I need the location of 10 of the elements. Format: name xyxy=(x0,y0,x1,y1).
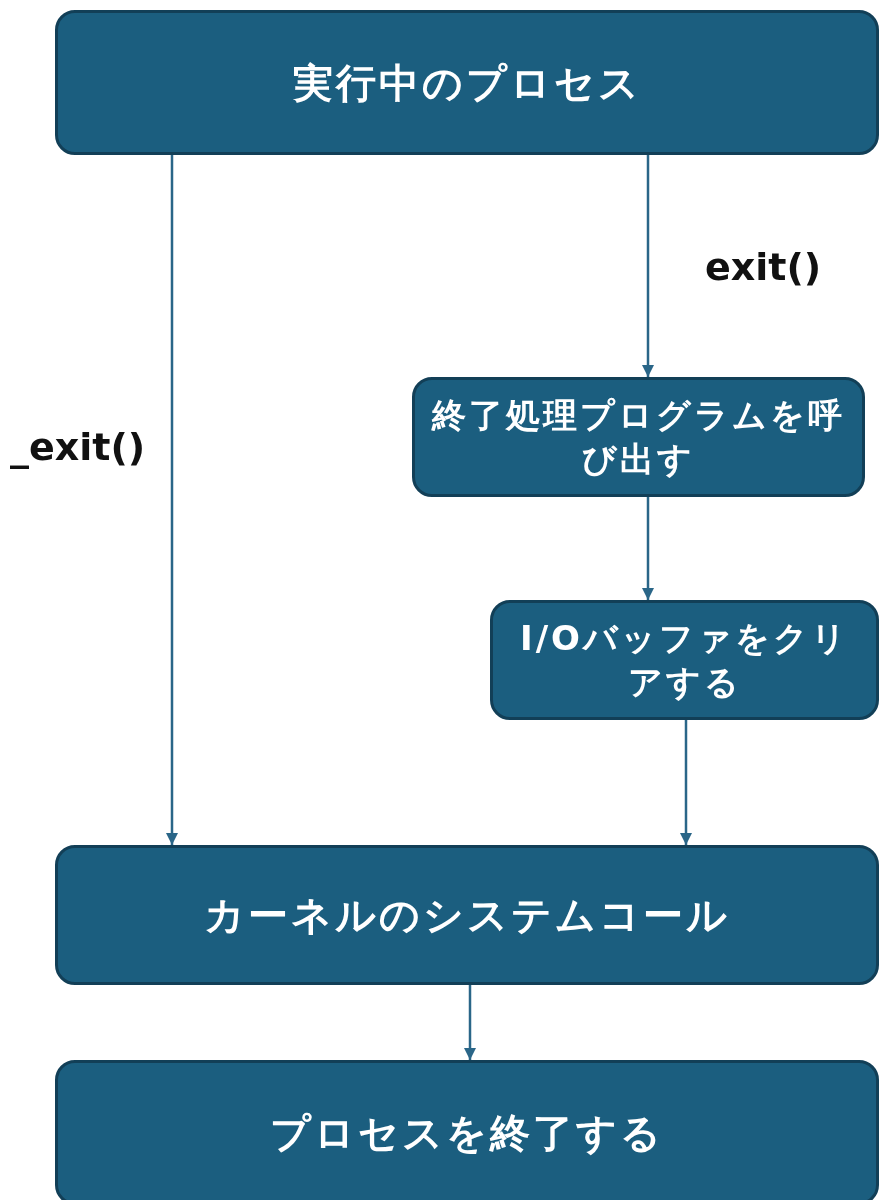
arrow xyxy=(641,155,655,377)
arrow xyxy=(463,985,477,1060)
process-box: 終了処理プログラムを呼び出す xyxy=(412,377,865,497)
arrow xyxy=(165,155,179,845)
process-box: プロセスを終了する xyxy=(55,1060,879,1200)
arrow xyxy=(641,497,655,600)
process-box: カーネルのシステムコール xyxy=(55,845,879,985)
process-box: I/Oバッファをクリアする xyxy=(490,600,879,720)
arrow xyxy=(679,720,693,845)
process-box: 実行中のプロセス xyxy=(55,10,879,155)
